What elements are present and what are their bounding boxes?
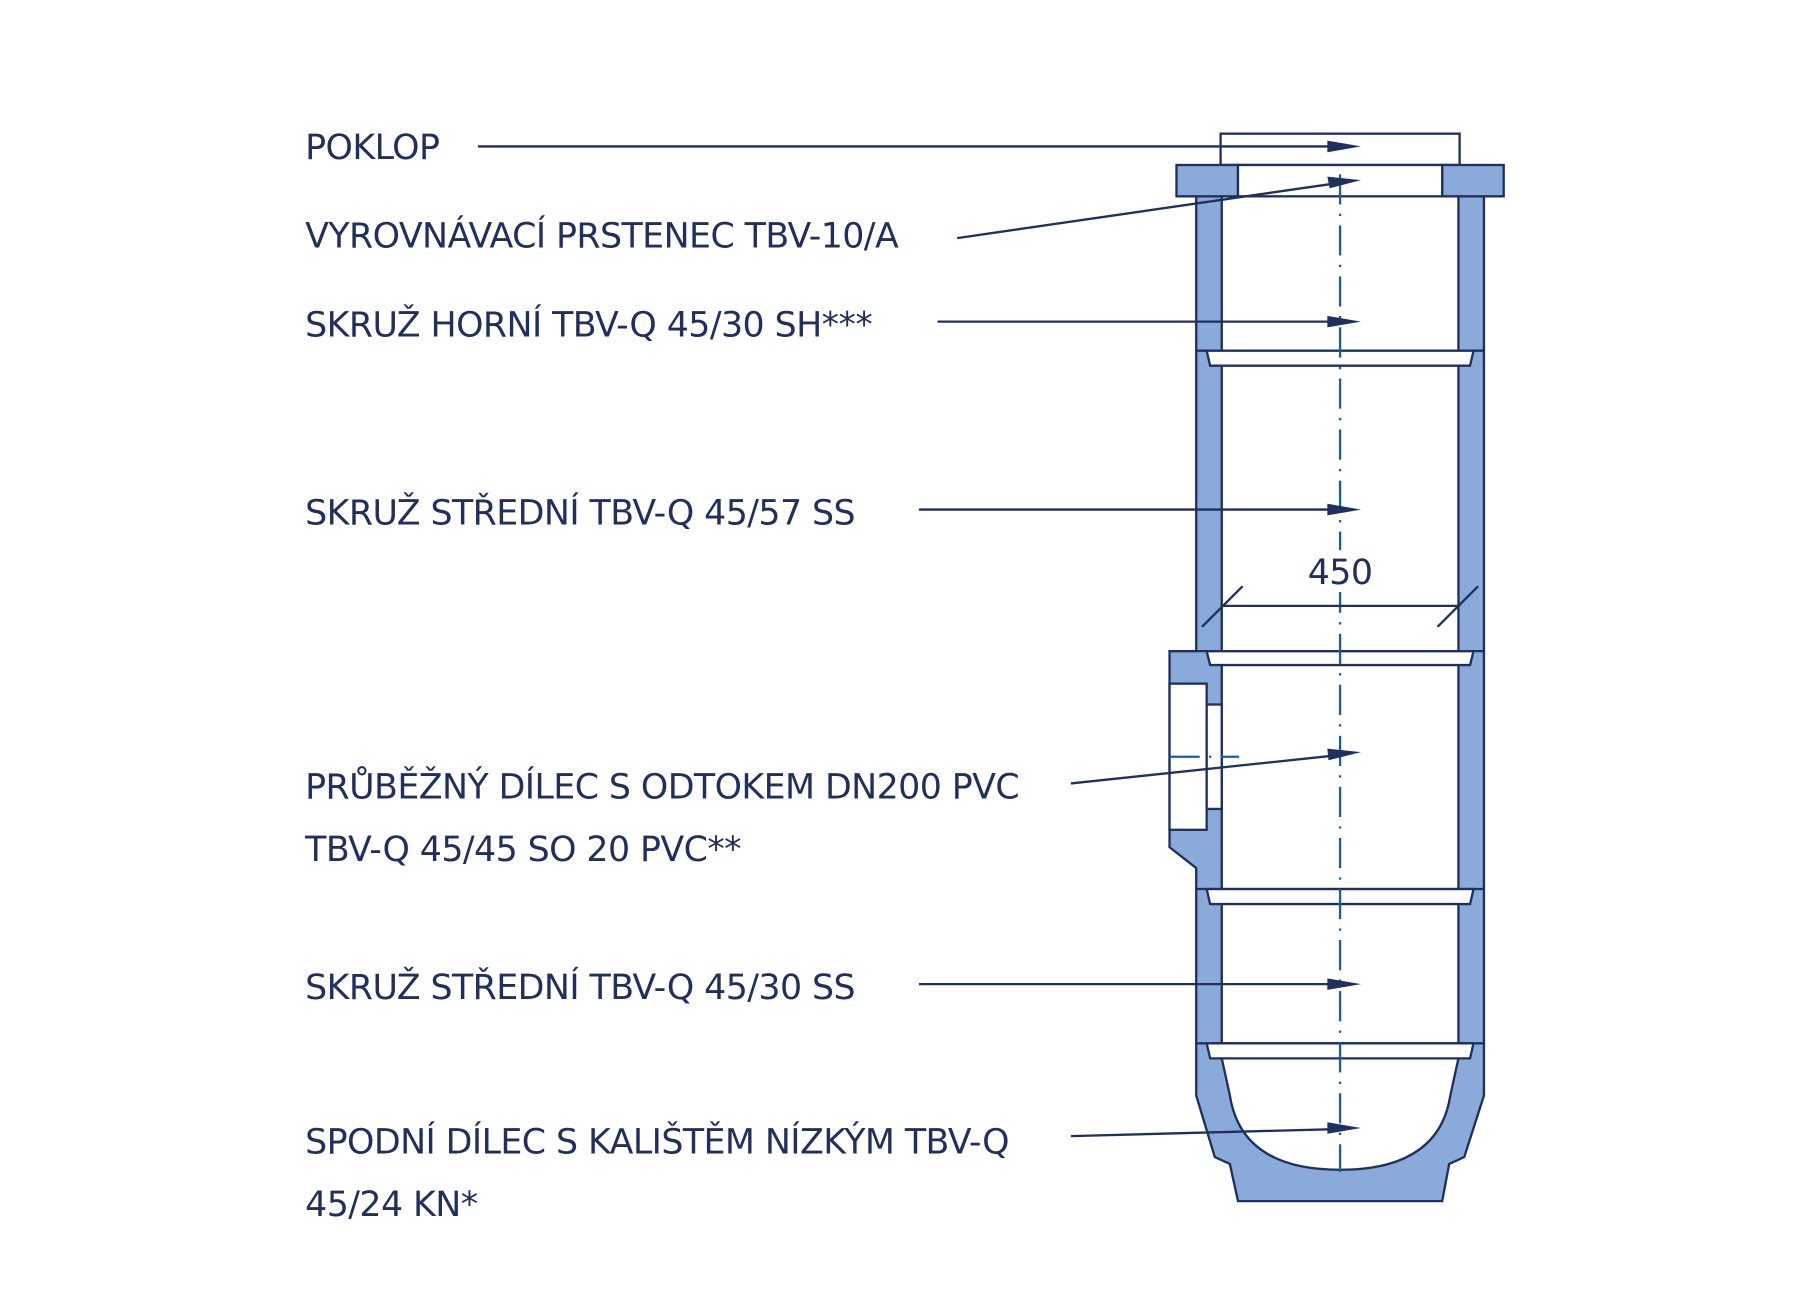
label-outlet-1: PRŮBĚŽNÝ DÍLEC S ODTOKEM DN200 PVC bbox=[305, 764, 1019, 807]
label-middle2: SKRUŽ STŘEDNÍ TBV-Q 45/30 SS bbox=[305, 966, 855, 1008]
manhole-section: 450 bbox=[1168, 132, 1505, 1203]
outlet-pipe bbox=[1205, 703, 1223, 811]
label-bottom-2: 45/24 KN* bbox=[305, 1185, 478, 1225]
label-bottom-1: SPODNÍ DÍLEC S KALIŠTĚM NÍZKÝM TBV-Q bbox=[305, 1121, 1009, 1163]
label-outlet-2: TBV-Q 45/45 SO 20 PVC** bbox=[304, 830, 741, 870]
ring-right bbox=[1441, 163, 1505, 198]
leaders bbox=[478, 140, 1361, 1138]
joints bbox=[1169, 349, 1484, 1060]
ring-left bbox=[1175, 163, 1240, 198]
dimension-value: 450 bbox=[1308, 553, 1373, 593]
label-middle1: SKRUŽ STŘEDNÍ TBV-Q 45/57 SS bbox=[305, 492, 855, 534]
dimension-450: 450 bbox=[1201, 550, 1479, 628]
label-ring: VYROVNÁVACÍ PRSTENEC TBV-10/A bbox=[305, 214, 899, 256]
label-poklop: POKLOP bbox=[305, 128, 439, 168]
label-upper: SKRUŽ HORNÍ TBV-Q 45/30 SH*** bbox=[305, 304, 872, 346]
left-wall bbox=[1168, 195, 1486, 1203]
